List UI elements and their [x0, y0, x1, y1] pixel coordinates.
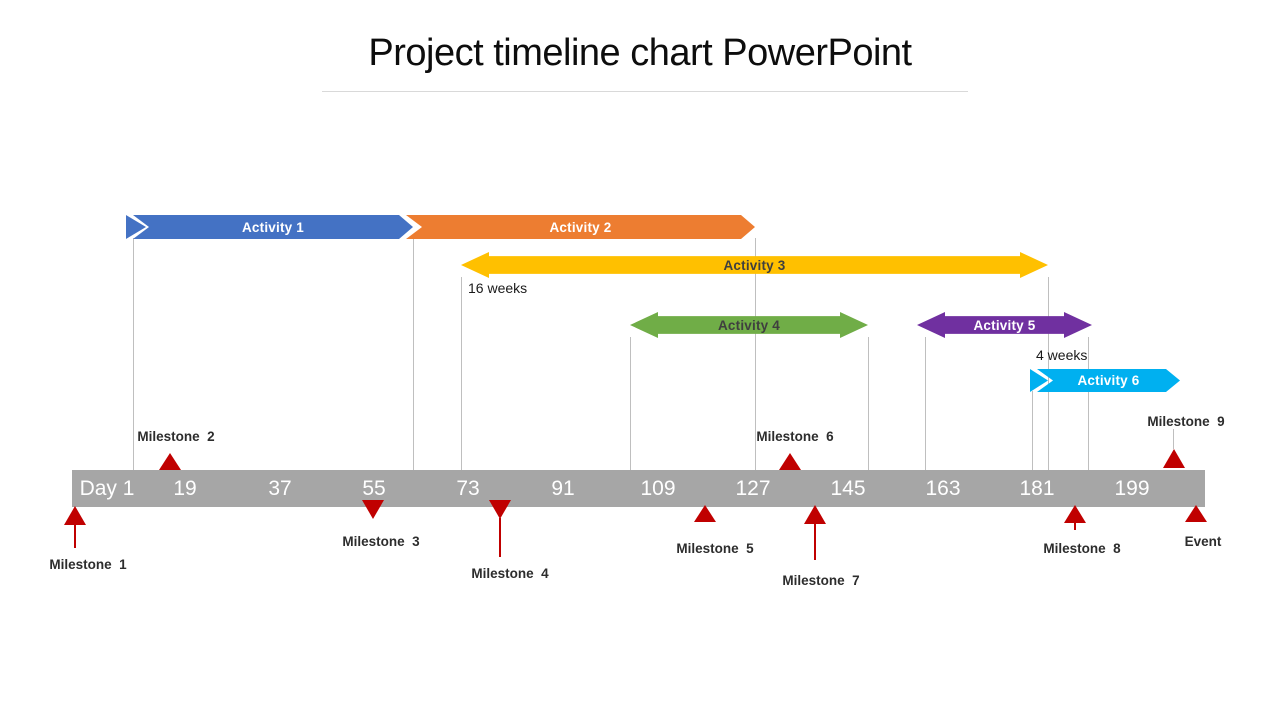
page-title: Project timeline chart PowerPoint: [368, 32, 912, 74]
milestone-8-label: Milestone 8: [1043, 541, 1121, 556]
milestone-9-label: Milestone 9: [1147, 414, 1225, 429]
tick-label-91: 91: [551, 477, 575, 500]
tick-label-37: 37: [268, 477, 292, 500]
connector-line: [925, 337, 926, 470]
tick-label-127: 127: [735, 477, 771, 500]
tick-label-181: 181: [1019, 477, 1055, 500]
tick-label-109: 109: [640, 477, 676, 500]
activity-4-label: Activity 4: [717, 317, 781, 333]
milestone-2-marker: [159, 453, 181, 470]
milestone-6-label: Milestone 6: [756, 429, 834, 444]
milestone-1-marker: [64, 506, 86, 525]
milestone-2-label: Milestone 2: [137, 429, 215, 444]
activity-2-label: Activity 2: [549, 219, 612, 235]
connector-line: [133, 238, 134, 470]
connector-line: [1032, 391, 1033, 470]
connector-line: [413, 238, 414, 470]
activity-3-label: Activity 3: [723, 257, 786, 273]
tick-label-55: 55: [362, 477, 386, 500]
connector-line: [868, 337, 869, 470]
activity-bar-1: Activity 1: [133, 215, 413, 239]
activity-1-label: Activity 1: [241, 219, 305, 235]
activity-bar-4: Activity 4: [630, 312, 868, 338]
tick-label-19: 19: [173, 477, 197, 500]
activity-5-duration-note: 4 weeks: [1036, 347, 1088, 363]
activity-5-label: Activity 5: [973, 317, 1036, 333]
connector-line: [461, 277, 462, 470]
title-divider: [322, 91, 968, 92]
milestone-4-label: Milestone 4: [471, 566, 549, 581]
milestone-8-stem: [1074, 522, 1076, 530]
activity-bar-6: Activity 6: [1037, 369, 1180, 392]
milestone-5-label: Milestone 5: [676, 541, 754, 556]
activity-bar-5: Activity 5: [917, 312, 1092, 338]
tick-label-day1: Day 1: [79, 477, 135, 500]
connector-line: [755, 238, 756, 470]
milestone-7-label: Milestone 7: [782, 573, 860, 588]
activity-6-label: Activity 6: [1077, 373, 1140, 388]
milestone-1-label: Milestone 1: [49, 557, 127, 572]
activity-3-duration-note: 16 weeks: [468, 280, 528, 296]
tick-label-163: 163: [925, 477, 961, 500]
milestone-7-stem: [814, 523, 816, 560]
milestone-5-marker: [694, 505, 716, 522]
milestone-3-label: Milestone 3: [342, 534, 420, 549]
milestone-1-stem: [74, 524, 76, 548]
activity-bar-2: Activity 2: [406, 215, 755, 239]
tick-label-145: 145: [830, 477, 866, 500]
timeline-bar: Day 1 19 37 55 73 91 109 127 145 163 181…: [72, 470, 1205, 507]
milestone-9-marker: [1163, 449, 1185, 468]
tick-label-199: 199: [1114, 477, 1150, 500]
milestone-4-marker: [489, 500, 511, 519]
tick-label-73: 73: [456, 477, 480, 500]
milestone-6-marker: [779, 453, 801, 470]
event-marker: [1185, 505, 1207, 522]
connector-line: [630, 337, 631, 470]
milestone-8-marker: [1064, 505, 1086, 523]
milestone-4-stem: [499, 518, 501, 557]
event-label: Event: [1184, 534, 1222, 549]
connector-line: [1088, 337, 1089, 470]
milestone-3-marker: [362, 500, 384, 519]
milestone-7-marker: [804, 505, 826, 524]
milestone-9-stem: [1173, 429, 1174, 449]
activity-bar-3: Activity 3: [461, 252, 1048, 278]
